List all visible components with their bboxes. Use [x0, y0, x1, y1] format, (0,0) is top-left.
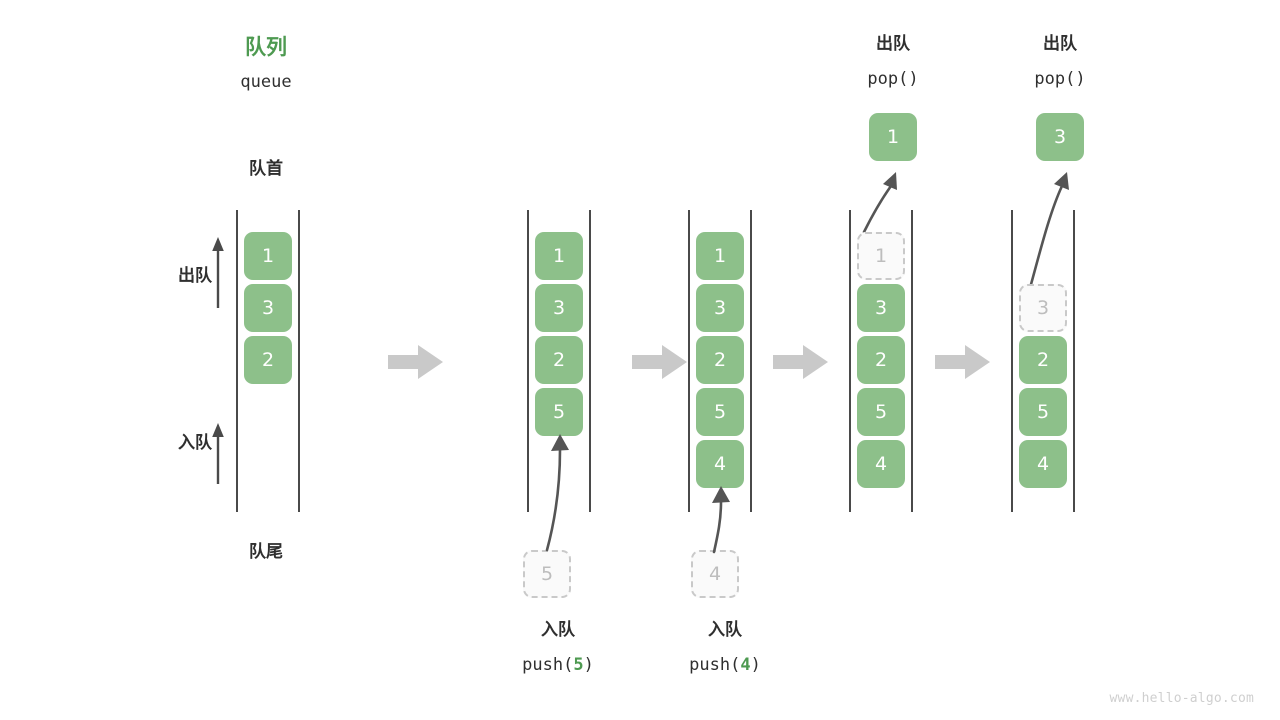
queue-cell-removed: 3 — [1019, 284, 1067, 332]
dequeue-curved-arrow-icon — [845, 168, 915, 236]
push-code-prefix: push( — [689, 655, 741, 675]
queue-cell: 2 — [244, 336, 292, 384]
queue-cell: 3 — [244, 284, 292, 332]
queue-cell: 4 — [857, 440, 905, 488]
queue-cell: 2 — [535, 336, 583, 384]
queue-cell: 5 — [857, 388, 905, 436]
stage-caption-code: push(4) — [650, 655, 800, 677]
queue-rail-right-stage-1 — [298, 210, 300, 512]
push-code-suffix: ) — [750, 655, 761, 675]
step-arrow-icon — [632, 344, 688, 380]
step-arrow-icon — [935, 344, 991, 380]
stage-header-cn: 出队 — [1043, 34, 1077, 54]
queue-rail-left-stage-4 — [849, 210, 851, 512]
queue-rail-left-stage-3 — [688, 210, 690, 512]
queue-cell-new: 5 — [535, 388, 583, 436]
queue-rail-right-stage-4 — [911, 210, 913, 512]
stage-header-code: pop() — [1034, 69, 1086, 89]
queue-cell-removed: 1 — [857, 232, 905, 280]
queue-cell: 1 — [244, 232, 292, 280]
popped-cell: 1 — [869, 113, 917, 161]
queue-cell: 1 — [535, 232, 583, 280]
queue-front-label: 队首 — [249, 159, 283, 179]
queue-cell: 5 — [1019, 388, 1067, 436]
queue-cell: 2 — [1019, 336, 1067, 384]
queue-rail-right-stage-3 — [750, 210, 752, 512]
stage-caption-cn: 入队 — [708, 620, 742, 640]
queue-cell: 2 — [857, 336, 905, 384]
diagram-title-en: queue — [240, 72, 292, 92]
dequeue-curved-arrow-icon — [1005, 168, 1085, 293]
queue-cell: 4 — [1019, 440, 1067, 488]
queue-rail-left-stage-1 — [236, 210, 238, 512]
enqueue-up-arrow-icon — [208, 422, 228, 484]
queue-cell: 3 — [535, 284, 583, 332]
queue-cell-new: 4 — [696, 440, 744, 488]
enqueue-direction-label: 入队 — [178, 433, 212, 453]
dequeue-up-arrow-icon — [208, 236, 228, 308]
incoming-ghost-cell: 5 — [523, 550, 571, 598]
queue-rear-label: 队尾 — [249, 542, 283, 562]
push-code-suffix: ) — [583, 655, 594, 675]
stage-caption-code: push(5) — [483, 655, 633, 677]
stage-caption-cn: 入队 — [541, 620, 575, 640]
stage-header-cn: 出队 — [876, 34, 910, 54]
queue-rail-right-stage-2 — [589, 210, 591, 512]
diagram-title-cn: 队列 — [245, 35, 287, 59]
push-code-value: 4 — [740, 655, 751, 675]
queue-cell: 2 — [696, 336, 744, 384]
push-code-prefix: push( — [522, 655, 574, 675]
watermark: www.hello-algo.com — [1109, 691, 1254, 706]
step-arrow-icon — [773, 344, 829, 380]
queue-rail-left-stage-2 — [527, 210, 529, 512]
step-arrow-icon — [388, 344, 444, 380]
push-code-value: 5 — [573, 655, 584, 675]
queue-cell: 5 — [696, 388, 744, 436]
popped-cell: 3 — [1036, 113, 1084, 161]
queue-cell: 3 — [857, 284, 905, 332]
queue-cell: 1 — [696, 232, 744, 280]
incoming-ghost-cell: 4 — [691, 550, 739, 598]
enqueue-curved-arrow-icon — [688, 482, 758, 557]
queue-rail-left-stage-5 — [1011, 210, 1013, 512]
queue-rail-right-stage-5 — [1073, 210, 1075, 512]
queue-cell: 3 — [696, 284, 744, 332]
enqueue-curved-arrow-icon — [520, 430, 590, 555]
stage-header-code: pop() — [867, 69, 919, 89]
dequeue-direction-label: 出队 — [178, 266, 212, 286]
